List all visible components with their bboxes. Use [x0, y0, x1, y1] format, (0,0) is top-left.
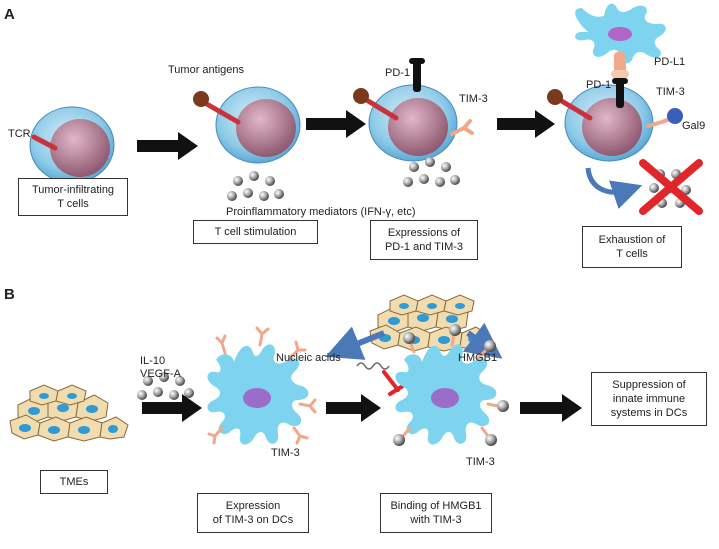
arrow-a2 [306, 110, 366, 138]
t-cell-expressing [368, 84, 458, 162]
box-stimulation: T cell stimulation [193, 220, 318, 244]
il10-label: IL-10 [140, 355, 166, 367]
arrow-b3 [520, 394, 582, 422]
pdl1-cell [575, 3, 666, 64]
tme-cluster-top [369, 294, 489, 352]
tcr-bound-4 [557, 97, 593, 121]
t-cell-exhausted [564, 84, 654, 162]
gal9-label: Gal9 [682, 120, 706, 132]
t-cell-naive [29, 106, 115, 184]
panel-label-a: A [4, 6, 15, 23]
hmgb1-label: HMGB1 [458, 352, 498, 364]
tcr-bound [202, 100, 241, 125]
tim3-label-dc1: TIM-3 [271, 447, 300, 459]
tumor-antigen [193, 91, 209, 107]
arrow-b1 [142, 394, 202, 422]
nucleic-acids-label: Nucleic acids [276, 352, 341, 364]
tme-cluster [9, 384, 129, 442]
tim3-label-dc2: TIM-3 [466, 456, 495, 468]
arrow-b2 [326, 394, 381, 422]
tumor-antigen-4 [547, 89, 563, 105]
mediator-cluster-a1 [227, 171, 284, 201]
vegfa-label: VEGF-A [140, 368, 181, 380]
dendritic-cell-2 [395, 344, 497, 445]
arrow-nucleic-acids [325, 326, 386, 360]
pdl1-ligand [611, 52, 629, 78]
tcr-receptor [31, 134, 58, 151]
mediator-cluster-b [137, 372, 194, 400]
pd1-label-3: PD-1 [385, 67, 411, 79]
tim3-label-4: TIM-3 [656, 86, 685, 98]
tim3-on-dc1 [207, 326, 317, 445]
tim3-hmgb1-bound [393, 324, 509, 446]
tumor-antigen-3 [353, 88, 369, 104]
mediators-label: Proinflammatory mediators (IFN-γ, etc) [226, 206, 416, 218]
tcr-label: TCR [8, 128, 31, 140]
tim3-receptor [450, 119, 474, 136]
pd1-label-4: PD-1 [586, 79, 612, 91]
gal9-ligand [667, 108, 683, 124]
arrow-a3 [497, 110, 555, 138]
pd1-receptor-4 [612, 78, 628, 108]
panel-label-b: B [4, 286, 15, 303]
tcr-bound-3 [362, 96, 399, 121]
box-tmes: TMEs [40, 470, 108, 494]
nucleic-acid-coil [356, 362, 390, 370]
red-cross [639, 159, 703, 215]
dendritic-cell-1 [207, 344, 309, 445]
curved-arrow [585, 167, 643, 209]
tim3-label-3: TIM-3 [459, 93, 488, 105]
tumor-antigens-label: Tumor antigens [168, 64, 245, 76]
t-cell-stimulated [215, 86, 301, 164]
arrow-a1 [137, 132, 198, 160]
mediator-cluster-a2 [403, 157, 460, 187]
pd1-receptor [409, 58, 425, 92]
pdl1-label: PD-L1 [654, 56, 686, 68]
